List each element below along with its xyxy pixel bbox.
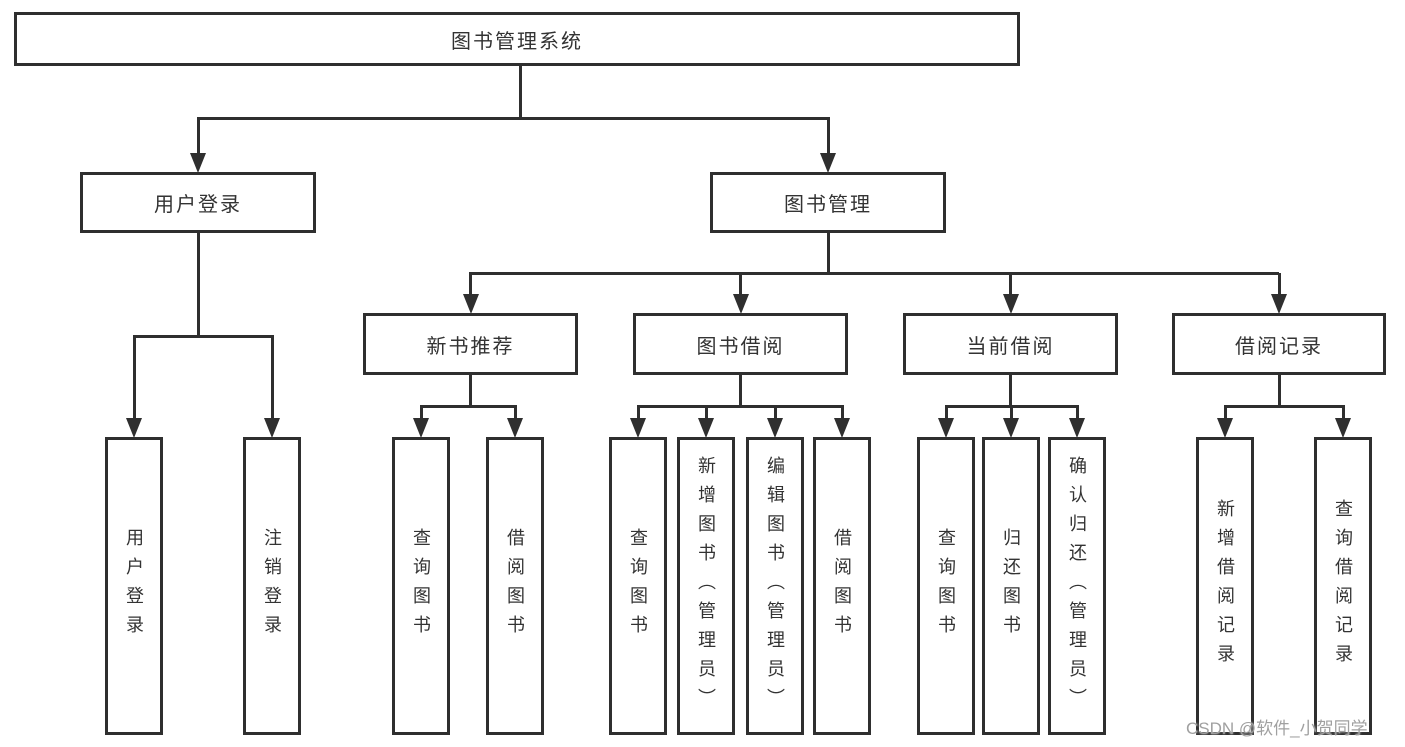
connector-newbook-drop [469, 375, 472, 407]
connector-current-drop [1009, 375, 1012, 407]
arrow-current-leaf-1 [938, 405, 954, 438]
node-label: 用户登录 [154, 194, 242, 216]
node-library-management-system: 图书管理系统 [14, 12, 1020, 66]
node-borrowing-records: 借阅记录 [1172, 313, 1386, 375]
arrow-to-borrowing-records [1271, 273, 1287, 314]
leaf-label: 注销登录 [262, 528, 282, 644]
leaf-label: 查询借阅记录 [1333, 499, 1353, 673]
arrowhead-icon [264, 418, 280, 438]
arrow-to-current-borrowing [1002, 273, 1019, 314]
connector-root-drop [518, 66, 522, 118]
leaf-label: 查询图书 [628, 528, 648, 644]
arrow-to-leaf-logout [264, 336, 280, 438]
node-label: 图书借阅 [696, 335, 785, 358]
arrow-bookborrow-leaf-4 [834, 405, 850, 438]
arrowhead-icon [126, 418, 142, 438]
leaf-label: 确认归还（管理员） [1067, 455, 1087, 717]
connector-newbook-rail [419, 404, 517, 408]
connector-bookborrow-drop [739, 375, 742, 407]
leaf-return-books: 归还图书 [982, 437, 1040, 735]
leaf-query-books-2: 查询图书 [609, 437, 667, 735]
arrowhead-icon [1271, 294, 1287, 314]
connector-records-rail [1223, 404, 1345, 408]
arrow-bookborrow-leaf-3 [767, 405, 783, 438]
arrowhead-icon [820, 153, 836, 173]
arrow-bookborrow-leaf-2 [698, 405, 714, 438]
connector-level2-rail [469, 271, 1279, 275]
connector-login-drop [196, 233, 200, 337]
arrowhead-icon [1003, 418, 1019, 438]
connector-login-rail [132, 334, 274, 338]
leaf-add-borrow-record: 新增借阅记录 [1196, 437, 1254, 735]
leaf-edit-books-admin: 编辑图书（管理员） [746, 437, 804, 735]
node-label: 图书管理 [784, 194, 872, 216]
node-label: 新书推荐 [426, 335, 515, 358]
arrowhead-icon [1002, 294, 1019, 314]
leaf-label: 新增图书（管理员） [696, 455, 716, 717]
connector-mgmt-drop [826, 233, 830, 274]
arrow-to-new-book-recommendation [462, 273, 479, 314]
leaf-label: 用户登录 [124, 528, 144, 644]
arrowhead-icon [413, 418, 429, 438]
arrow-bookborrow-leaf-1 [630, 405, 646, 438]
arrowhead-icon [1217, 418, 1233, 438]
arrow-to-book-borrowing [732, 273, 749, 314]
csdn-watermark: CSDN @软件_小贺同学 [1186, 719, 1368, 738]
arrow-newbook-leaf-2 [507, 405, 523, 438]
leaf-logout: 注销登录 [243, 437, 301, 735]
arrow-current-leaf-3 [1069, 405, 1085, 438]
arrowhead-icon [507, 418, 523, 438]
arrowhead-icon [190, 153, 206, 173]
arrow-to-user-login [190, 117, 206, 173]
arrow-current-leaf-2 [1003, 405, 1019, 438]
leaf-query-books-1: 查询图书 [392, 437, 450, 735]
arrowhead-icon [834, 418, 850, 438]
arrow-to-book-management [820, 117, 836, 173]
arrowhead-icon [698, 418, 714, 438]
leaf-add-books-admin: 新增图书（管理员） [677, 437, 735, 735]
arrow-records-leaf-1 [1217, 405, 1233, 438]
leaf-label: 新增借阅记录 [1215, 499, 1235, 673]
connector-level1-rail [196, 116, 830, 120]
leaf-borrow-books-1: 借阅图书 [486, 437, 544, 735]
connector-records-drop [1277, 375, 1281, 407]
leaf-label: 归还图书 [1001, 528, 1021, 644]
node-label: 当前借阅 [966, 335, 1055, 358]
arrowhead-icon [462, 294, 479, 314]
node-current-borrowing: 当前借阅 [903, 313, 1118, 375]
arrowhead-icon [938, 418, 954, 438]
leaf-label: 查询图书 [411, 528, 431, 644]
arrowhead-icon [767, 418, 783, 438]
node-label: 图书管理系统 [451, 30, 583, 53]
leaf-confirm-return-admin: 确认归还（管理员） [1048, 437, 1106, 735]
node-new-book-recommendation: 新书推荐 [363, 313, 578, 375]
leaf-borrow-books-2: 借阅图书 [813, 437, 871, 735]
node-user-login: 用户登录 [80, 172, 316, 233]
leaf-user-login: 用户登录 [105, 437, 163, 735]
arrowhead-icon [630, 418, 646, 438]
node-label: 借阅记录 [1235, 335, 1323, 358]
leaf-label: 查询图书 [936, 528, 956, 644]
node-book-management: 图书管理 [710, 172, 946, 233]
leaf-label: 借阅图书 [832, 528, 852, 644]
connector-bookborrow-rail [636, 404, 844, 408]
arrow-records-leaf-2 [1335, 405, 1351, 438]
arrowhead-icon [1069, 418, 1085, 438]
arrow-newbook-leaf-1 [413, 405, 429, 438]
arrow-to-leaf-user-login [126, 336, 142, 438]
arrowhead-icon [732, 294, 749, 314]
node-book-borrowing: 图书借阅 [633, 313, 848, 375]
arrowhead-icon [1335, 418, 1351, 438]
leaf-query-borrow-record: 查询借阅记录 [1314, 437, 1372, 735]
leaf-label: 借阅图书 [505, 528, 525, 644]
leaf-query-books-3: 查询图书 [917, 437, 975, 735]
leaf-label: 编辑图书（管理员） [765, 455, 785, 717]
